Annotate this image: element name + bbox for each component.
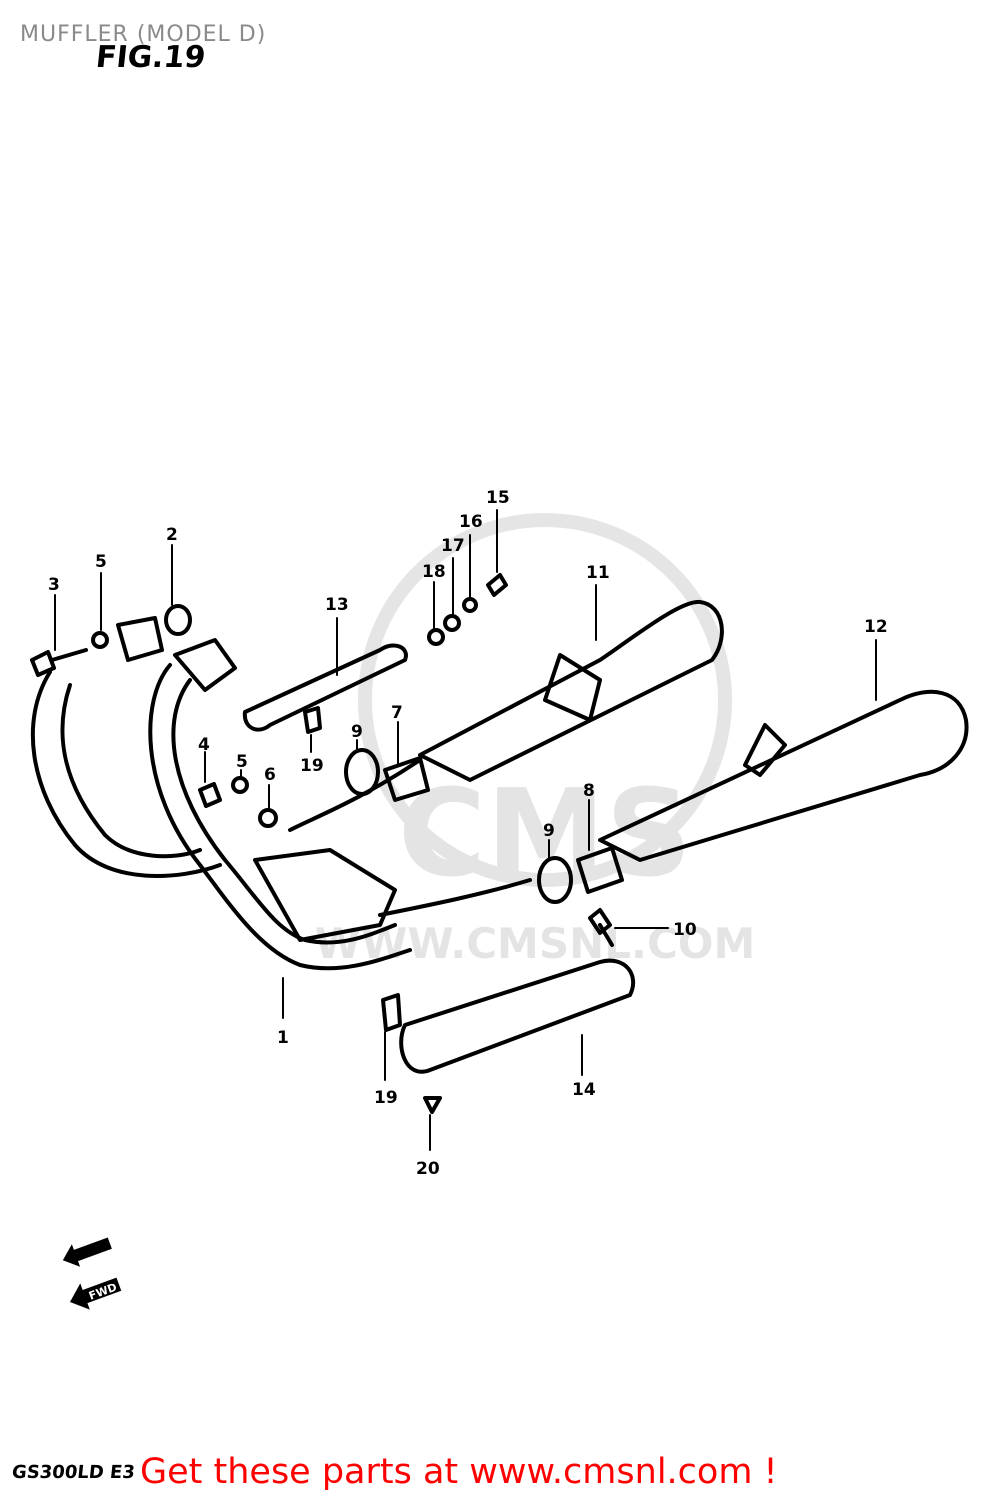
callout-19-upper: 19 <box>300 756 324 776</box>
part-callouts: 1 2 3 4 5 5 6 7 8 9 9 10 11 12 13 14 15 … <box>48 488 888 1179</box>
callout-13: 13 <box>325 595 349 615</box>
callout-8: 8 <box>583 781 595 801</box>
callout-1: 1 <box>277 1028 289 1048</box>
callout-3: 3 <box>48 575 60 595</box>
callout-7: 7 <box>391 703 403 723</box>
callout-12: 12 <box>864 617 888 637</box>
muffler-bracket-upper <box>543 653 602 722</box>
callout-9-upper: 9 <box>351 722 363 742</box>
clip-19-lower <box>381 993 402 1032</box>
forward-arrow-icon <box>62 1237 112 1267</box>
washer-17 <box>443 614 461 632</box>
callout-9-lower: 9 <box>543 821 555 841</box>
washer-6 <box>258 808 278 828</box>
clamp-7 <box>383 756 430 802</box>
watermark: CMS WWW.CMSNL.COM <box>315 513 755 968</box>
collector-joint <box>288 758 532 917</box>
callout-20: 20 <box>416 1159 440 1179</box>
callout-10: 10 <box>673 920 697 940</box>
clamp-8 <box>576 846 624 894</box>
callout-6: 6 <box>264 765 276 785</box>
bolt-3 <box>30 648 88 677</box>
callout-11: 11 <box>586 563 610 583</box>
model-code: GS300LD E3 <box>10 1462 136 1483</box>
callout-14: 14 <box>572 1080 596 1100</box>
exhaust-clamp-left <box>116 616 164 662</box>
promo-link[interactable]: Get these parts at www.cmsnl.com ! <box>140 1452 778 1492</box>
heat-shield-14 <box>399 958 636 1074</box>
callout-5-upper: 5 <box>95 552 107 572</box>
muffler-lower-12 <box>598 689 969 862</box>
forward-arrow <box>62 1237 112 1267</box>
callout-4: 4 <box>198 735 210 755</box>
muffler-bracket-lower <box>743 723 787 777</box>
bolt-4 <box>198 782 222 808</box>
clip-19-upper <box>303 706 322 734</box>
washer-18 <box>427 628 445 646</box>
washer-16 <box>462 597 478 613</box>
forward-arrow-label: FWD <box>87 1281 118 1303</box>
joint-gasket-9-upper <box>344 748 380 796</box>
callout-15: 15 <box>486 488 510 508</box>
callout-2: 2 <box>166 525 178 545</box>
exhaust-pipe-right <box>148 663 412 971</box>
exhaust-pipe-left <box>30 670 222 878</box>
crossover-chamber <box>253 848 397 942</box>
callout-19-lower: 19 <box>374 1088 398 1108</box>
watermark-logo-ring <box>358 513 732 887</box>
heat-shield-13 <box>242 643 408 732</box>
joint-gasket-9-lower <box>537 856 573 904</box>
callout-5-lower: 5 <box>236 752 248 772</box>
page-title: MUFFLER (MODEL D) <box>20 22 267 47</box>
exhaust-gasket-2 <box>164 604 192 636</box>
muffler-upper-11 <box>418 599 724 782</box>
screw-20 <box>423 1096 442 1114</box>
watermark-brand: CMS <box>398 765 692 904</box>
bolt-15 <box>486 573 508 597</box>
washer-5-lower <box>231 776 249 794</box>
parts-line-art <box>30 509 969 1151</box>
exhaust-clamp-right <box>173 638 237 692</box>
bolt-10 <box>588 908 614 947</box>
callout-16: 16 <box>459 512 483 532</box>
callout-18: 18 <box>422 562 446 582</box>
washer-5-upper <box>91 631 109 649</box>
forward-direction-arrow-icon <box>70 1277 122 1310</box>
callout-17: 17 <box>441 536 465 556</box>
